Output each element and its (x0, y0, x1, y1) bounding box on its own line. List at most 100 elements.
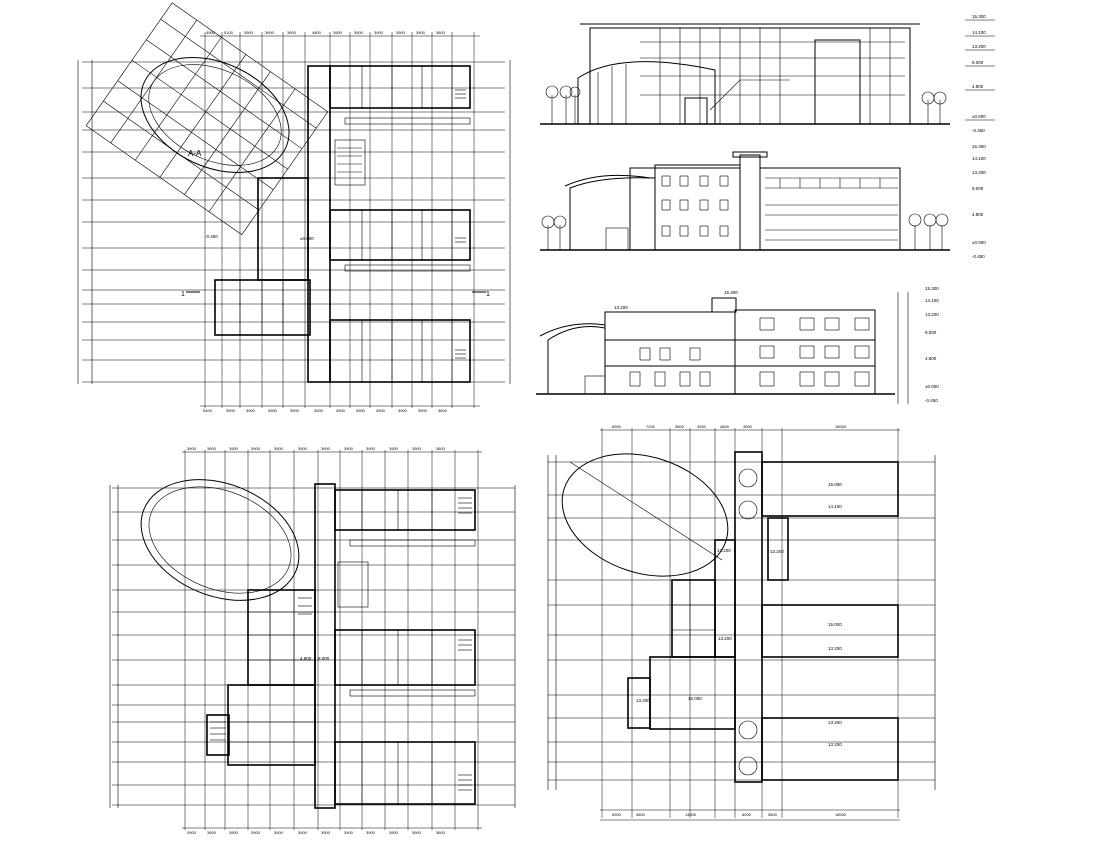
svg-text:14.100: 14.100 (972, 30, 986, 35)
svg-text:3900: 3900 (206, 30, 216, 35)
plan1-section-mark-left: 1 (181, 291, 185, 298)
plan2-grid-vertical (184, 450, 479, 830)
svg-text:3900: 3900 (274, 446, 284, 451)
plan1-room-partitions (239, 66, 471, 382)
svg-text:3900: 3900 (244, 30, 254, 35)
svg-text:3900: 3900 (344, 446, 354, 451)
svg-text:3900: 3900 (298, 446, 308, 451)
svg-text:3900: 3900 (298, 830, 308, 835)
svg-text:13.200: 13.200 (717, 548, 731, 553)
svg-text:6900: 6900 (612, 424, 622, 429)
svg-text:-0.450: -0.450 (972, 128, 985, 133)
svg-text:3600: 3600 (436, 446, 446, 451)
svg-text:9.000: 9.000 (972, 186, 984, 191)
svg-text:3900: 3900 (356, 408, 366, 413)
svg-text:13.200: 13.200 (718, 636, 732, 641)
svg-text:3900: 3900 (389, 446, 399, 451)
elev2-outline (564, 151, 901, 251)
svg-text:±0.000: ±0.000 (972, 240, 986, 245)
svg-text:13.200: 13.200 (925, 312, 939, 317)
plan1-dimension-lines (77, 35, 511, 407)
elev1-outline (577, 23, 920, 125)
elev2-windows (605, 175, 898, 251)
section-windows (584, 317, 870, 395)
svg-text:18000: 18000 (835, 812, 847, 817)
roof-bottom-dimension-labels: 6900 3600 14400 6000 3600 18000 (612, 812, 847, 817)
svg-text:3900: 3900 (226, 408, 236, 413)
svg-text:6000: 6000 (742, 812, 752, 817)
svg-text:14.100: 14.100 (925, 298, 939, 303)
svg-text:3900: 3900 (412, 446, 422, 451)
svg-text:3900: 3900 (229, 830, 239, 835)
svg-text:13.200: 13.200 (636, 698, 650, 703)
svg-text:3900: 3900 (412, 830, 422, 835)
plan1-building-walls (214, 65, 471, 383)
plan2-oval-track-inner (148, 486, 292, 594)
plan1-bottom-dimension-labels: 5400 3900 3900 3900 3900 3000 3900 3900 … (203, 408, 448, 413)
svg-text:4.800: 4.800 (972, 212, 984, 217)
plan2-room-partitions (228, 490, 476, 804)
svg-text:3600: 3600 (436, 30, 446, 35)
svg-text:-0.450: -0.450 (972, 254, 985, 259)
svg-text:3900: 3900 (229, 446, 239, 451)
ground-floor-plan: A-A (77, 2, 511, 413)
svg-text:9.000: 9.000 (925, 330, 937, 335)
svg-text:4.800: 4.800 (972, 84, 984, 89)
roof-plan: 6900 7200 3600 3900 4800 3900 18000 6900… (547, 424, 936, 821)
svg-text:3900: 3900 (333, 30, 343, 35)
svg-text:3900: 3900 (396, 30, 406, 35)
svg-text:13.200: 13.200 (972, 170, 986, 175)
svg-text:±0.000: ±0.000 (925, 384, 939, 389)
plan1-top-dimension-labels: 3900 5100 3900 3900 3900 4800 3900 3900 … (206, 30, 446, 35)
svg-text:3900: 3900 (344, 830, 354, 835)
roof-oval-track (561, 453, 729, 577)
elev1-levels: 15.300 14.100 13.200 9.000 4.800 ±0.000 … (972, 14, 986, 133)
svg-text:14.100: 14.100 (828, 504, 842, 509)
elev2-trees (541, 213, 949, 250)
elev1-trees (545, 85, 947, 124)
section-drawing: 13.200 15.300 15.300 14.100 13.200 9.000… (536, 286, 939, 404)
svg-text:14400: 14400 (685, 812, 697, 817)
svg-text:9.000: 9.000 (972, 60, 984, 65)
svg-text:13.200: 13.200 (828, 742, 842, 747)
roof-top-dimension-labels: 6900 7200 3600 3900 4800 3900 18000 (612, 424, 847, 429)
svg-text:3900: 3900 (187, 446, 197, 451)
svg-text:13.200: 13.200 (770, 549, 784, 554)
svg-text:15.000: 15.000 (828, 482, 842, 487)
svg-text:3900: 3900 (187, 830, 197, 835)
elev1-windows (597, 28, 905, 124)
plan1-oval-label: A-A (188, 149, 202, 158)
roof-building-outline (627, 451, 899, 783)
svg-text:3900: 3900 (251, 446, 261, 451)
elev2-levels: 15.300 14.100 13.200 9.000 4.800 ±0.000 … (972, 144, 986, 259)
plan2-level-b: 9.000 (318, 656, 330, 661)
plan1-grid-vertical (204, 32, 475, 408)
svg-text:3900: 3900 (290, 408, 300, 413)
svg-text:3900: 3900 (354, 30, 364, 35)
svg-text:7200: 7200 (646, 424, 656, 429)
svg-text:3900: 3900 (287, 30, 297, 35)
side-elevation: 15.300 14.100 13.200 9.000 4.800 ±0.000 … (540, 144, 986, 259)
svg-text:3900: 3900 (743, 424, 753, 429)
svg-text:13.200: 13.200 (828, 720, 842, 725)
svg-text:15.300: 15.300 (972, 14, 986, 19)
svg-text:15.000: 15.000 (688, 696, 702, 701)
svg-text:3900: 3900 (207, 446, 217, 451)
svg-text:3900: 3900 (207, 830, 217, 835)
svg-text:13.200: 13.200 (972, 44, 986, 49)
svg-text:3600: 3600 (436, 830, 446, 835)
svg-text:3900: 3900 (389, 830, 399, 835)
roof-grid-horizontal (548, 461, 935, 781)
plan2-bottom-dimension-labels: 3900 3900 3900 3900 3900 3900 3900 3900 … (187, 830, 446, 835)
svg-text:15.000: 15.000 (828, 622, 842, 627)
plan1-oval-track (140, 56, 290, 174)
svg-text:3900: 3900 (366, 446, 376, 451)
svg-text:4800: 4800 (312, 30, 322, 35)
roof-level-labels: 15.000 14.100 13.200 13.200 15.000 13.20… (636, 482, 842, 747)
svg-text:14.100: 14.100 (972, 156, 986, 161)
svg-text:3900: 3900 (418, 408, 428, 413)
svg-text:13.200: 13.200 (828, 646, 842, 651)
svg-text:3600: 3600 (636, 812, 646, 817)
plan2-grid-horizontal (112, 487, 515, 806)
